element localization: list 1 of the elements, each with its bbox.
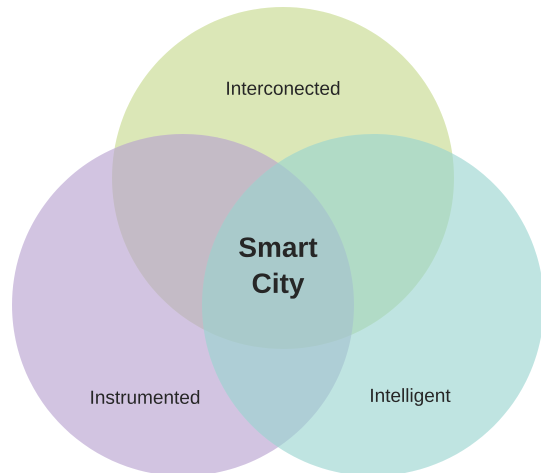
- center-label: Smart City: [239, 237, 318, 299]
